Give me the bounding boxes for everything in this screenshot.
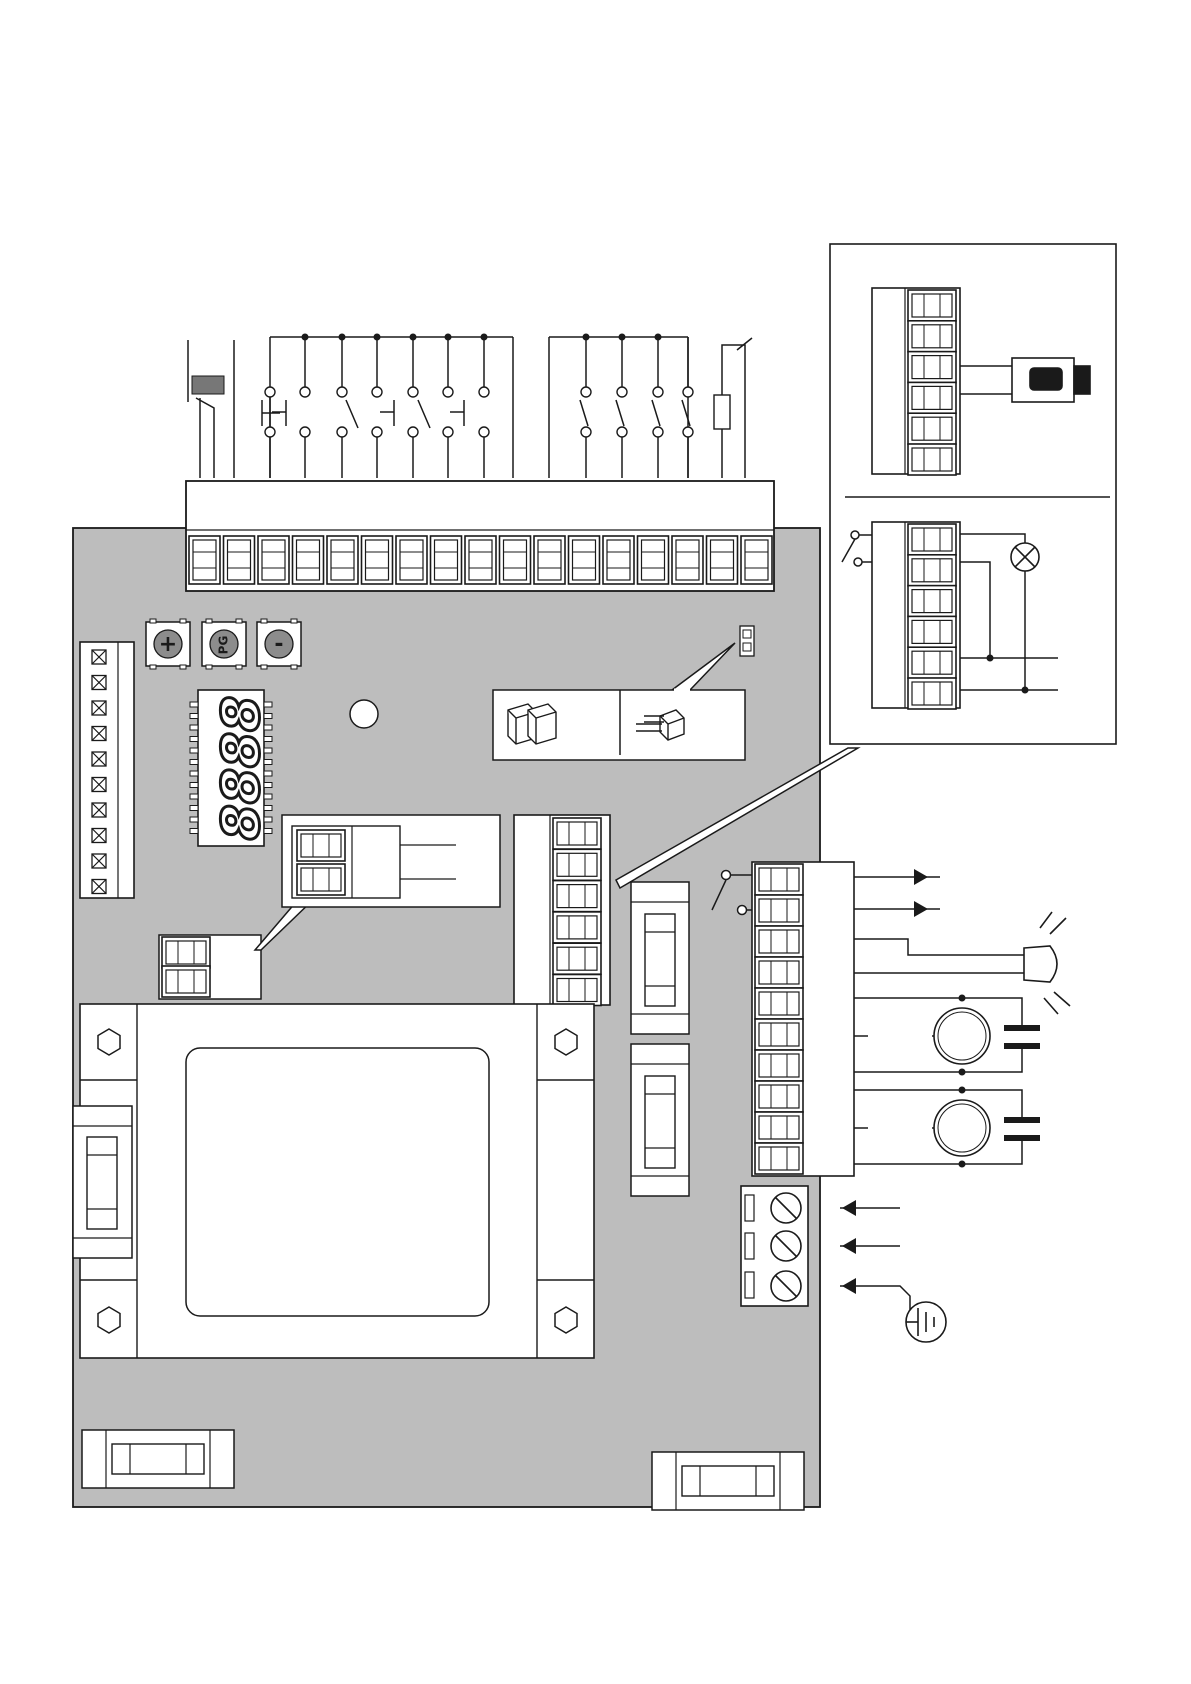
display-pin [190,783,198,788]
pg-button[interactable]: PG [202,619,246,669]
header-pin-8 [92,829,106,843]
inset-top-terminal-6 [908,444,956,475]
right-terminal-2 [755,895,803,926]
minus-button[interactable]: - [257,619,301,669]
fuse-bottom-right [652,1452,804,1510]
left-connector-header [80,642,134,898]
inset-top-terminal-5 [908,413,956,444]
display-digits: 8888 [212,696,272,841]
top-terminal-17 [741,536,772,584]
fuse-center-bottom [631,1044,689,1196]
top-terminal-7 [396,536,427,584]
inset-bottom-terminal-2 [908,555,956,586]
top-terminal-15 [672,536,703,584]
display-pin [190,702,198,707]
lamp-icon [1011,543,1039,571]
right-terminal-block [752,862,854,1176]
right-terminal-7 [755,1050,803,1081]
inset-bottom-terminal-5 [908,647,956,678]
middle-terminal-4 [553,912,601,943]
fuse-bottom-left [82,1430,234,1488]
header-pin-9 [92,854,106,868]
motor-1-icon [934,1008,990,1064]
motor-1-capacitor-icon [1004,1028,1040,1046]
motor-2-icon [934,1100,990,1156]
header-pin-1 [92,650,106,664]
inset-bottom-terminal-4 [908,616,956,647]
display-pin [190,806,198,811]
top-terminal-3 [258,536,289,584]
middle-terminal-3 [553,881,601,912]
inset-bottom-terminal-1 [908,524,956,555]
header-pin-4 [92,727,106,741]
header-pin-6 [92,778,106,792]
middle-terminal-5 [553,943,601,974]
flashing-lamp-icon [1024,912,1070,1014]
plus-button[interactable]: + [146,619,190,669]
display-pin [190,829,198,834]
middle-terminal-6 [553,975,601,1006]
earth-ground-icon [906,1302,946,1342]
right-terminal-1 [755,864,803,895]
fuse-center-top [631,882,689,1034]
top-terminal-14 [638,536,669,584]
top-terminal-6 [362,536,393,584]
transformer [80,1004,594,1358]
motor-2-capacitor-icon [1004,1120,1040,1138]
header-pin-3 [92,701,106,715]
display-pin [190,714,198,719]
inset-bottom-terminal-6 [908,678,956,709]
middle-terminal-block [514,815,610,1006]
right-terminal-4 [755,957,803,988]
header-pin-10 [92,880,106,894]
top-terminal-12 [569,536,600,584]
inset-bottom-terminal-3 [908,586,956,617]
display-pin [190,760,198,765]
right-terminal-5 [755,988,803,1019]
right-terminal-6 [755,1019,803,1050]
top-terminal-4 [293,536,324,584]
header-pin-7 [92,803,106,817]
top-terminal-1 [189,536,220,584]
middle-terminal-2 [553,849,601,880]
right-terminal-9 [755,1112,803,1143]
display-pin [190,794,198,799]
top-wiring [188,334,752,479]
top-terminal-strip [186,481,774,591]
top-terminal-16 [707,536,738,584]
header-pin-5 [92,752,106,766]
display-pin [190,737,198,742]
right-terminal-10 [755,1143,803,1174]
arrows [842,869,928,1294]
top-terminal-9 [465,536,496,584]
top-terminal-13 [603,536,634,584]
top-terminal-2 [224,536,255,584]
top-terminal-8 [431,536,462,584]
display-pin [190,725,198,730]
status-led [350,700,378,728]
inset-top-terminal-3 [908,352,956,383]
inset-top-terminal-1 [908,290,956,321]
top-terminal-11 [534,536,565,584]
fuse-left [73,1106,132,1258]
inset-panel [830,244,1116,744]
seven-segment-display: 8888 [190,690,272,846]
display-pin [190,771,198,776]
power-terminal-block [741,1186,808,1306]
display-pin [190,748,198,753]
inset-top-terminal-4 [908,382,956,413]
right-terminal-3 [755,926,803,957]
header-pin-2 [92,676,106,690]
display-pin [190,817,198,822]
top-terminal-10 [500,536,531,584]
inset-top-terminal-2 [908,321,956,352]
top-terminal-5 [327,536,358,584]
plus-button-label: + [159,632,177,657]
right-terminal-8 [755,1081,803,1112]
middle-terminal-1 [553,818,601,849]
minus-button-label: - [274,632,283,657]
pg-button-label: PG [217,636,231,655]
